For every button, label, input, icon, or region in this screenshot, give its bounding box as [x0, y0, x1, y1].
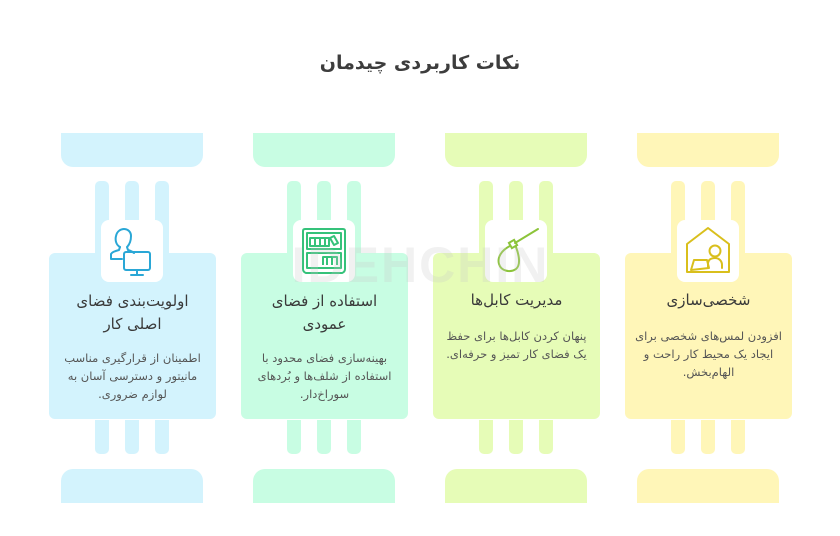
- column-rod: [731, 420, 745, 454]
- column-rod: [539, 420, 553, 454]
- tip-description: بهینه‌سازی فضای محدود با استفاده از شلف‌…: [257, 351, 392, 401]
- column-vertical-space: استفاده از فضای عمودی بهینه‌سازی فضای مح…: [241, 0, 408, 536]
- tip-title: شخصی‌سازی: [666, 291, 751, 309]
- column-rod: [347, 420, 361, 454]
- tip-title: مدیریت کابل‌ها: [470, 291, 563, 309]
- column-rod: [671, 420, 685, 454]
- home-office-icon: [677, 220, 739, 282]
- column-bottom-cap: [637, 469, 779, 503]
- column-rod: [317, 420, 331, 454]
- tip-description: اطمینان از قرارگیری مناسب مانیتور و دستر…: [64, 351, 201, 401]
- user-computer-icon: [101, 220, 163, 282]
- tip-title: استفاده از فضای عمودی: [271, 292, 378, 333]
- column-rod: [95, 420, 109, 454]
- column-top-cap: [61, 133, 203, 167]
- column-top-cap: [253, 133, 395, 167]
- column-rod: [155, 420, 169, 454]
- column-personalization: شخصی‌سازی افزودن لمس‌های شخصی برای ایجاد…: [625, 0, 792, 536]
- column-rod: [479, 420, 493, 454]
- watermark: IDEHCHIN: [291, 237, 550, 293]
- column-workspace-priority: اولویت‌بندی فضای اصلی کار اطمینان از قرا…: [49, 0, 216, 536]
- column-rod: [509, 420, 523, 454]
- tip-description: پنهان کردن کابل‌ها برای حفظ یک فضای کار …: [446, 329, 587, 361]
- tip-description: افزودن لمس‌های شخصی برای ایجاد یک محیط ک…: [635, 329, 782, 379]
- column-bottom-cap: [253, 469, 395, 503]
- column-cable-management: مدیریت کابل‌ها پنهان کردن کابل‌ها برای ح…: [433, 0, 600, 536]
- column-rod: [701, 420, 715, 454]
- diagram-title: نکات کاربردی چیدمان: [319, 52, 521, 74]
- cable-tie-icon: [485, 220, 547, 282]
- column-rod: [125, 420, 139, 454]
- column-top-cap: [445, 133, 587, 167]
- tip-title: اولویت‌بندی فضای اصلی کار: [76, 292, 189, 333]
- bookshelf-icon: [293, 220, 355, 282]
- column-bottom-cap: [445, 469, 587, 503]
- column-top-cap: [637, 133, 779, 167]
- column-bottom-cap: [61, 469, 203, 503]
- column-rod: [287, 420, 301, 454]
